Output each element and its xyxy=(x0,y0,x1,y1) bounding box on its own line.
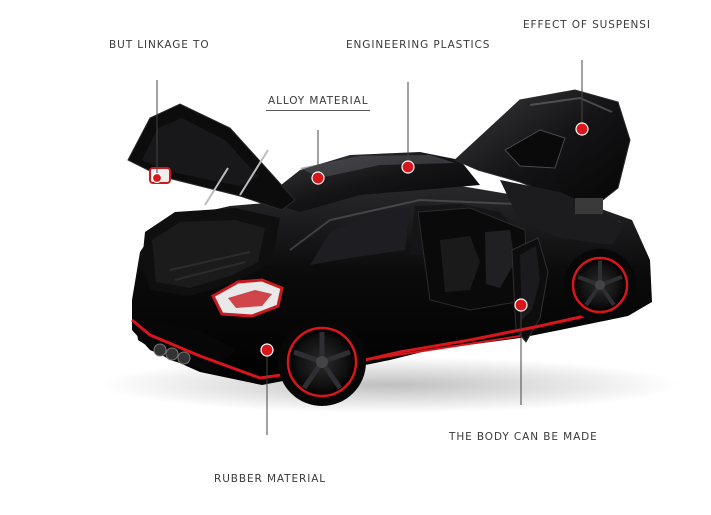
label-effect-suspension: EFFECT OF SUSPENSI xyxy=(523,19,651,31)
open-hood xyxy=(454,89,631,245)
callout-dot-body xyxy=(514,298,528,312)
label-engineering-plastics: ENGINEERING PLASTICS xyxy=(346,39,491,51)
callout-dots xyxy=(151,122,589,357)
callout-dot-plastics xyxy=(401,160,415,174)
callout-dot-suspension xyxy=(575,122,589,136)
open-rear-hatch xyxy=(127,103,296,211)
callout-pointers xyxy=(156,60,583,435)
rear-wheel xyxy=(278,318,366,406)
callout-dot-alloy xyxy=(311,171,325,185)
label-alloy-material: ALLOY MATERIAL xyxy=(265,95,371,111)
label-but-linkage: BUT LINKAGE TO xyxy=(109,39,210,51)
label-rubber-material: RUBBER MATERIAL xyxy=(214,473,327,485)
label-body-can-be-made: THE BODY CAN BE MADE xyxy=(449,431,598,443)
callout-dot-rubber xyxy=(260,343,274,357)
front-wheel xyxy=(564,249,636,321)
car-body xyxy=(131,152,652,385)
callout-dot-linkage xyxy=(151,172,163,184)
